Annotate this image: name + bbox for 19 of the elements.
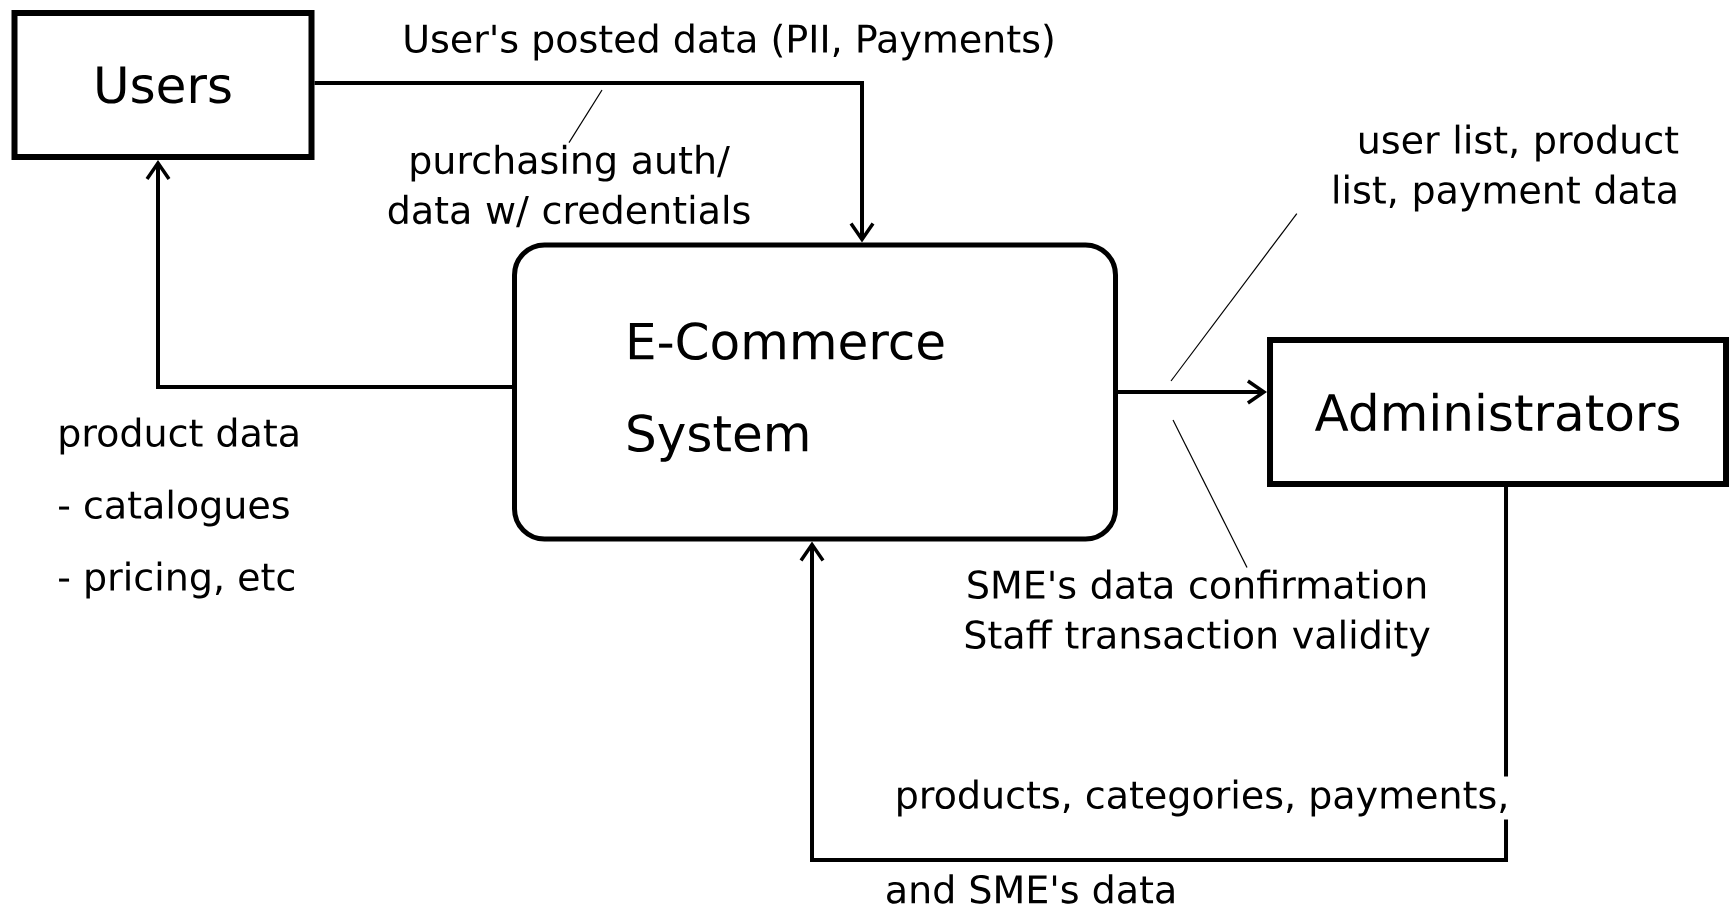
leader-line xyxy=(1172,419,1248,568)
annotation-text: SME's data confirmation Staff transaction validity xyxy=(965,569,1430,657)
leader-line xyxy=(568,89,603,144)
label-text: - catalogues xyxy=(59,489,289,527)
label-text: - pricing, etc xyxy=(59,561,294,599)
arrow xyxy=(145,160,512,389)
arrow xyxy=(1118,379,1267,405)
annotation-text: purchasing auth/ data w/ credentials xyxy=(388,144,750,228)
label-text: and SME's data xyxy=(887,874,1174,904)
arrow xyxy=(799,487,1508,862)
annotation-text: user list, product list, payment data xyxy=(1334,124,1679,212)
arrow xyxy=(314,81,875,243)
leader-line xyxy=(1170,213,1298,382)
process-box: E-Commerce System xyxy=(512,242,1118,542)
label-text: product data xyxy=(60,417,298,455)
edge-label: User's posted data (PII, Payments) xyxy=(399,20,1059,64)
edge-label: products, categories, payments, xyxy=(891,776,1513,820)
entity-box: Users xyxy=(11,10,315,160)
entity-box: Administrators xyxy=(1267,337,1729,487)
